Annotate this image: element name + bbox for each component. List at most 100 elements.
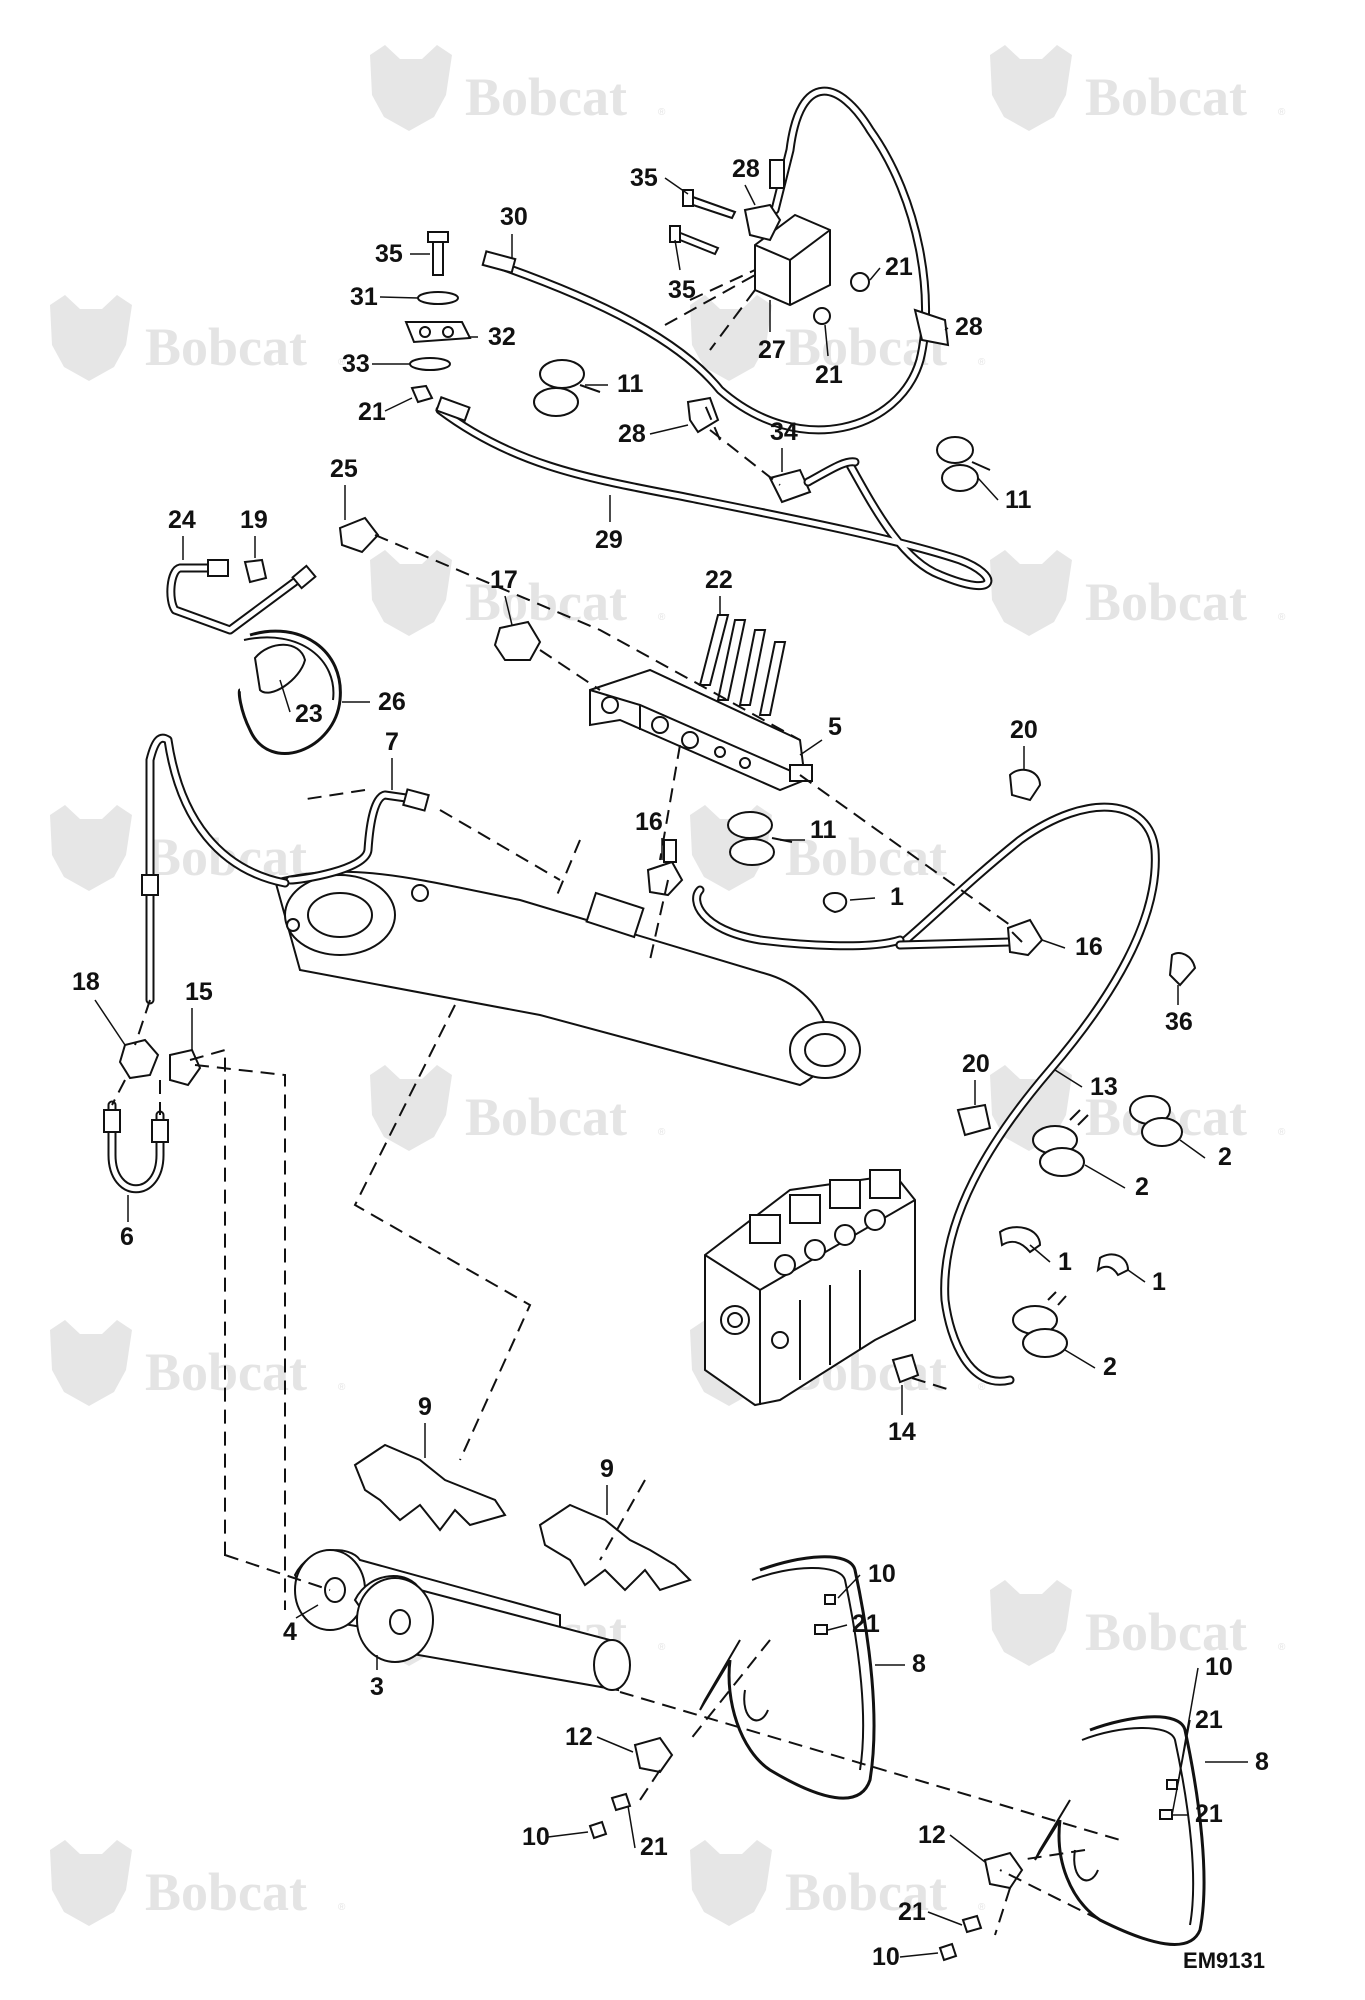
bobcat-watermark: Bobcat®	[990, 1580, 1286, 1666]
callout-leader	[379, 296, 419, 299]
callout-label: 4	[283, 1618, 297, 1646]
callout-label: 30	[500, 203, 528, 231]
strap-26	[237, 629, 342, 755]
callout-leader	[1064, 1349, 1096, 1369]
fitting-28-left	[686, 396, 720, 434]
nut-21-e	[610, 1792, 632, 1812]
bobcat-watermark-text: Bobcat	[145, 317, 307, 377]
callout-16: 16	[635, 808, 663, 860]
callout-27: 27	[758, 300, 786, 364]
callout-label: 27	[758, 336, 786, 364]
callout-label: 21	[852, 1610, 880, 1638]
callout-leader	[1084, 1164, 1126, 1189]
bobcat-logo-icon	[370, 45, 452, 131]
control-valve-assembly	[704, 1169, 916, 1407]
nut-21-b	[813, 307, 831, 325]
callout-label: 11	[1005, 486, 1032, 514]
callout-label: 12	[565, 1723, 593, 1751]
callout-label: 10	[872, 1943, 900, 1971]
callout-leader	[279, 679, 291, 713]
bumper-9-b	[538, 1503, 692, 1592]
tee-18	[118, 1038, 160, 1080]
callout-leader	[1171, 1719, 1191, 1816]
callout-19: 19	[240, 506, 268, 558]
callout-label: 8	[1255, 1748, 1269, 1776]
bobcat-logo-icon	[370, 1065, 452, 1151]
callout-33: 33	[342, 350, 410, 378]
callout-36: 36	[1165, 985, 1193, 1036]
callout-9: 9	[418, 1393, 432, 1458]
callout-11: 11	[977, 477, 1032, 514]
callout-label: 24	[168, 506, 196, 534]
callout-31: 31	[350, 283, 419, 311]
callout-35: 35	[375, 240, 430, 268]
callout-29: 29	[595, 495, 623, 554]
bobcat-watermark-mark: ®	[338, 357, 346, 368]
oring-1	[822, 892, 848, 914]
callout-12: 12	[918, 1821, 986, 1863]
clamp-32	[404, 321, 472, 344]
sensor-12-a	[633, 1736, 674, 1774]
callout-layer: 1112223456788991010101011111112121314151…	[72, 155, 1269, 1971]
clip-20-top	[1008, 768, 1042, 802]
callout-leader	[504, 595, 513, 626]
washer-33	[409, 357, 451, 371]
washer-31	[417, 291, 459, 305]
callout-label: 10	[1205, 1653, 1233, 1681]
callout-21: 21	[815, 324, 843, 389]
hose-29	[435, 405, 993, 591]
callout-24: 24	[168, 506, 196, 560]
callout-leader	[1041, 939, 1066, 949]
callout-23: 23	[279, 679, 323, 728]
callout-leader	[674, 239, 681, 271]
bobcat-logo-icon	[50, 805, 132, 891]
callout-3: 3	[370, 1655, 384, 1701]
callout-28: 28	[944, 313, 983, 341]
plug-10-c	[588, 1820, 608, 1840]
callout-label: 35	[630, 164, 658, 192]
callout-21: 21	[869, 253, 913, 281]
bobcat-watermark-text: Bobcat	[1085, 67, 1247, 127]
callout-label: 2	[1135, 1173, 1149, 1201]
cap-19	[243, 558, 268, 584]
fitting-16-a	[646, 860, 684, 897]
callout-34: 34	[770, 418, 798, 472]
callout-label: 21	[1195, 1800, 1223, 1828]
fitting-14	[891, 1353, 920, 1384]
callout-leader	[869, 267, 881, 281]
callout-21: 21	[1172, 1800, 1223, 1828]
clamp-11-a	[533, 359, 601, 417]
bobcat-watermark: Bobcat®	[690, 1840, 986, 1926]
bobcat-watermark-mark: ®	[658, 612, 666, 623]
callout-label: 34	[770, 418, 798, 446]
bobcat-logo-icon	[990, 1580, 1072, 1666]
callout-label: 32	[488, 323, 516, 351]
callout-label: 9	[418, 1393, 432, 1421]
plug-10-a	[824, 1594, 836, 1605]
callout-label: 14	[888, 1418, 916, 1446]
callout-leader	[799, 739, 823, 756]
tube-7	[285, 790, 425, 885]
bobcat-logo-icon	[370, 550, 452, 636]
bobcat-logo-icon	[50, 1320, 132, 1406]
connection-lines	[111, 269, 1121, 1936]
callout-label: 21	[898, 1898, 926, 1926]
callout-11: 11	[780, 816, 837, 844]
callout-leader	[1054, 1069, 1083, 1088]
fitting-28-right	[913, 308, 950, 347]
callout-21: 21	[1171, 1706, 1223, 1816]
callout-2: 2	[1084, 1164, 1149, 1201]
callout-17: 17	[490, 566, 518, 626]
bobcat-watermark-text: Bobcat	[785, 1862, 947, 1922]
callout-8: 8	[875, 1650, 926, 1678]
bobcat-watermark: Bobcat ®	[50, 295, 346, 381]
callout-35: 35	[668, 239, 696, 304]
bolts-22	[698, 614, 787, 716]
callout-21: 21	[898, 1898, 963, 1926]
reference-code: EM9131	[1183, 1948, 1265, 1973]
callout-label: 1	[890, 883, 904, 911]
callout-leader	[824, 324, 829, 357]
nut-21	[410, 384, 434, 404]
callout-label: 8	[912, 1650, 926, 1678]
fitting-28-top	[743, 203, 782, 242]
